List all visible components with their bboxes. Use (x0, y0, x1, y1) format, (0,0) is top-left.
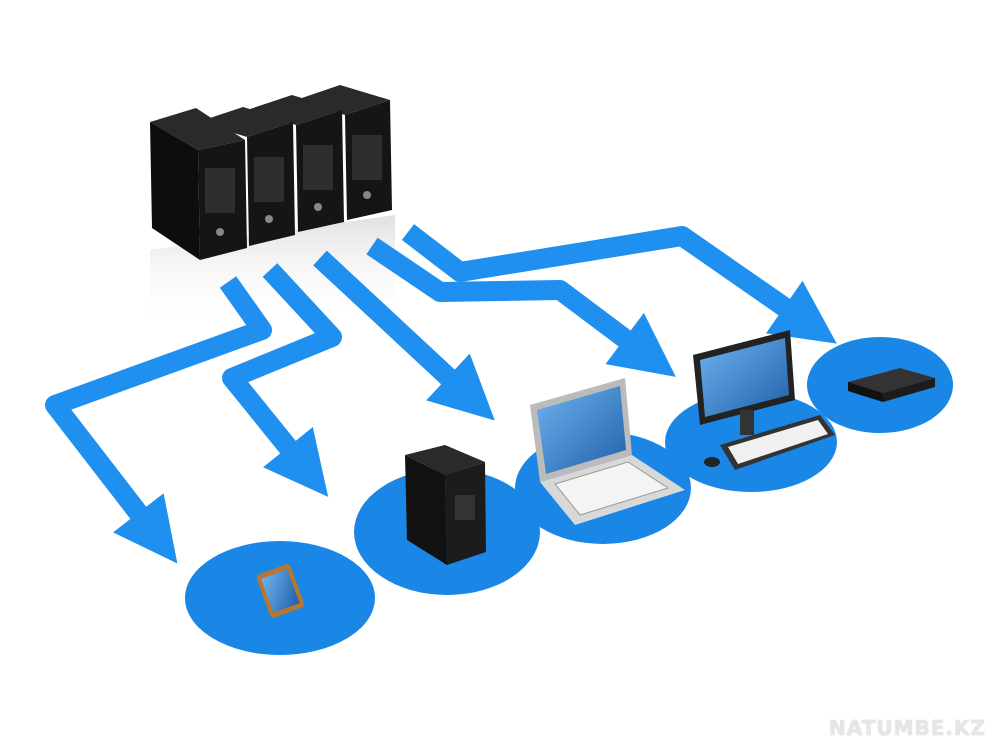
laptop-device (530, 378, 685, 525)
server-tower (247, 95, 344, 232)
server-tower (296, 85, 392, 220)
watermark: NATUMBE.KZ (829, 716, 986, 740)
server-tower (198, 107, 295, 246)
arrow-to-desktop (366, 237, 676, 377)
smartphone-device (256, 564, 304, 618)
data-flow-arrows (45, 224, 837, 564)
arrow-to-settop (401, 224, 837, 344)
arrow-to-smartphone (45, 276, 272, 564)
set-top-box-device (848, 368, 935, 402)
arrow-to-tower (222, 263, 342, 497)
server-rack (150, 85, 392, 260)
tower-pc-device (405, 445, 486, 565)
server-tower (150, 108, 247, 260)
arrow-to-laptop (313, 250, 495, 421)
desktop-computer-device (693, 330, 835, 470)
